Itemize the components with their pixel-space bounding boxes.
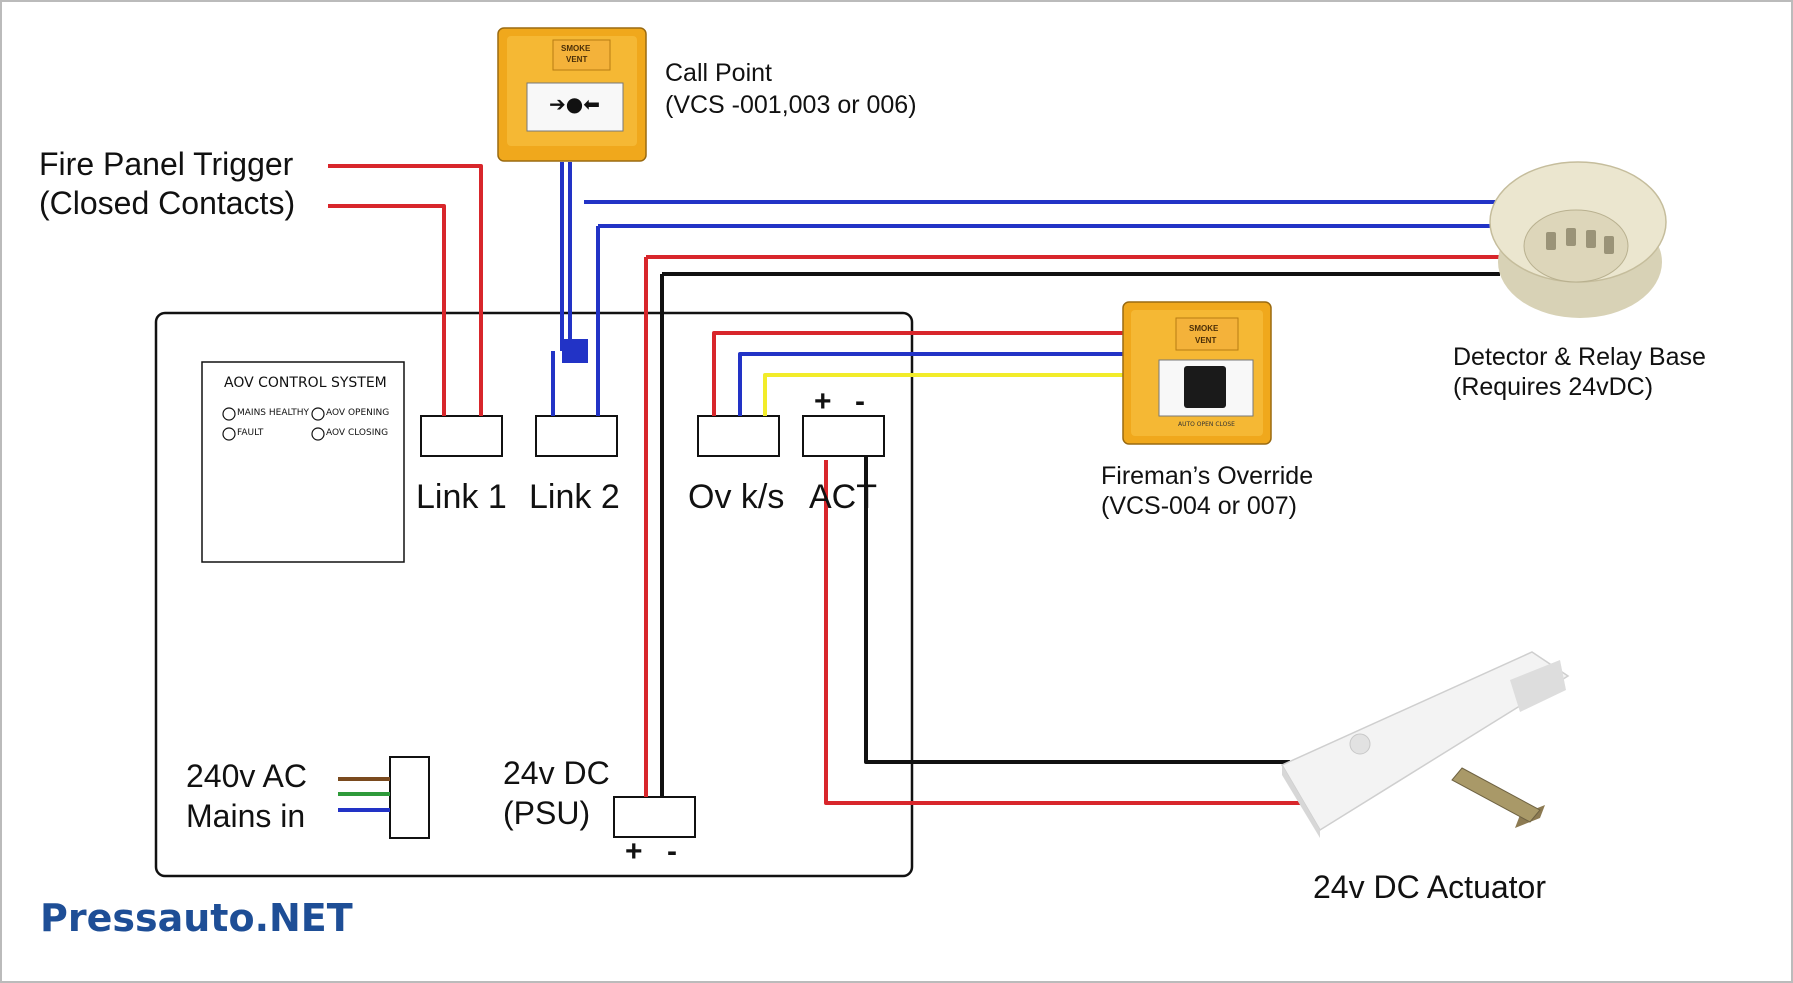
- call-point-face-label: SMOKE: [561, 44, 591, 53]
- override-models: (VCS-004 or 007): [1101, 492, 1297, 520]
- override-face-label: SMOKE: [1189, 324, 1219, 333]
- override-switch-device: [1122, 301, 1272, 445]
- brand-logo: Pressauto.NET: [40, 896, 353, 940]
- call-point-wires: [551, 162, 1500, 416]
- act-plus-sign: +: [814, 385, 832, 418]
- override-face-label-2: VENT: [1195, 336, 1217, 345]
- actuator-red-wire: [824, 460, 1300, 805]
- aov-closing-led-icon: [311, 427, 325, 441]
- aov-control-panel: [201, 361, 405, 563]
- actuator-device: [1280, 651, 1570, 838]
- psu-plus-sign: +: [625, 835, 643, 868]
- call-point-arrows-icon: ➔●⬅: [549, 92, 600, 116]
- detector-note: (Requires 24vDC): [1453, 373, 1654, 401]
- call-point-face-label-2: VENT: [566, 55, 588, 64]
- mains-label: 240v AC: [186, 758, 307, 794]
- link2-label: Link 2: [529, 478, 620, 516]
- override-title: Fireman’s Override: [1101, 462, 1314, 490]
- actuator-black-wire: [864, 456, 1290, 764]
- psu-minus-sign: -: [667, 835, 677, 868]
- fault-led-icon: [222, 427, 236, 441]
- actuator-title: 24v DC Actuator: [1313, 869, 1546, 905]
- terminal-mains: [389, 756, 430, 839]
- fire-panel-wires: [328, 164, 483, 416]
- act-minus-sign: -: [855, 385, 865, 418]
- terminal-link-2: [535, 415, 618, 457]
- indicator-mains-healthy: MAINS HEALTHY: [237, 408, 310, 418]
- indicator-aov-closing: AOV CLOSING: [326, 428, 389, 438]
- indicator-aov-opening: AOV OPENING: [326, 408, 390, 418]
- control-enclosure: [154, 311, 914, 878]
- terminal-link-1: [420, 415, 503, 457]
- psu-label: 24v DC: [503, 755, 610, 791]
- psu-sub-label: (PSU): [503, 795, 591, 831]
- aov-panel-title: AOV CONTROL SYSTEM: [224, 375, 387, 391]
- call-point-title: Call Point: [665, 59, 772, 87]
- terminal-psu: [613, 796, 696, 838]
- fire-panel-trigger-label: Fire Panel Trigger: [39, 146, 294, 182]
- mains-in-label: Mains in: [186, 798, 306, 834]
- override-switch-positions: AUTO OPEN CLOSE: [1178, 421, 1235, 428]
- aov-opening-led-icon: [311, 407, 325, 421]
- indicator-fault: FAULT: [237, 428, 264, 438]
- terminal-ovks: [697, 415, 780, 457]
- terminal-act: [802, 415, 885, 457]
- link1-label: Link 1: [416, 478, 507, 516]
- call-point-device: [497, 27, 647, 162]
- smoke-detector-device: [1489, 161, 1667, 318]
- ovks-label: Ov k/s: [688, 478, 785, 516]
- detector-title: Detector & Relay Base: [1453, 343, 1706, 371]
- closed-contacts-label: (Closed Contacts): [39, 185, 296, 221]
- call-point-models: (VCS -001,003 or 006): [665, 91, 917, 119]
- override-wires: [712, 331, 1127, 416]
- wire-junction: [562, 339, 588, 363]
- mains-healthy-led-icon: [222, 407, 236, 421]
- act-label: ACT: [809, 478, 877, 516]
